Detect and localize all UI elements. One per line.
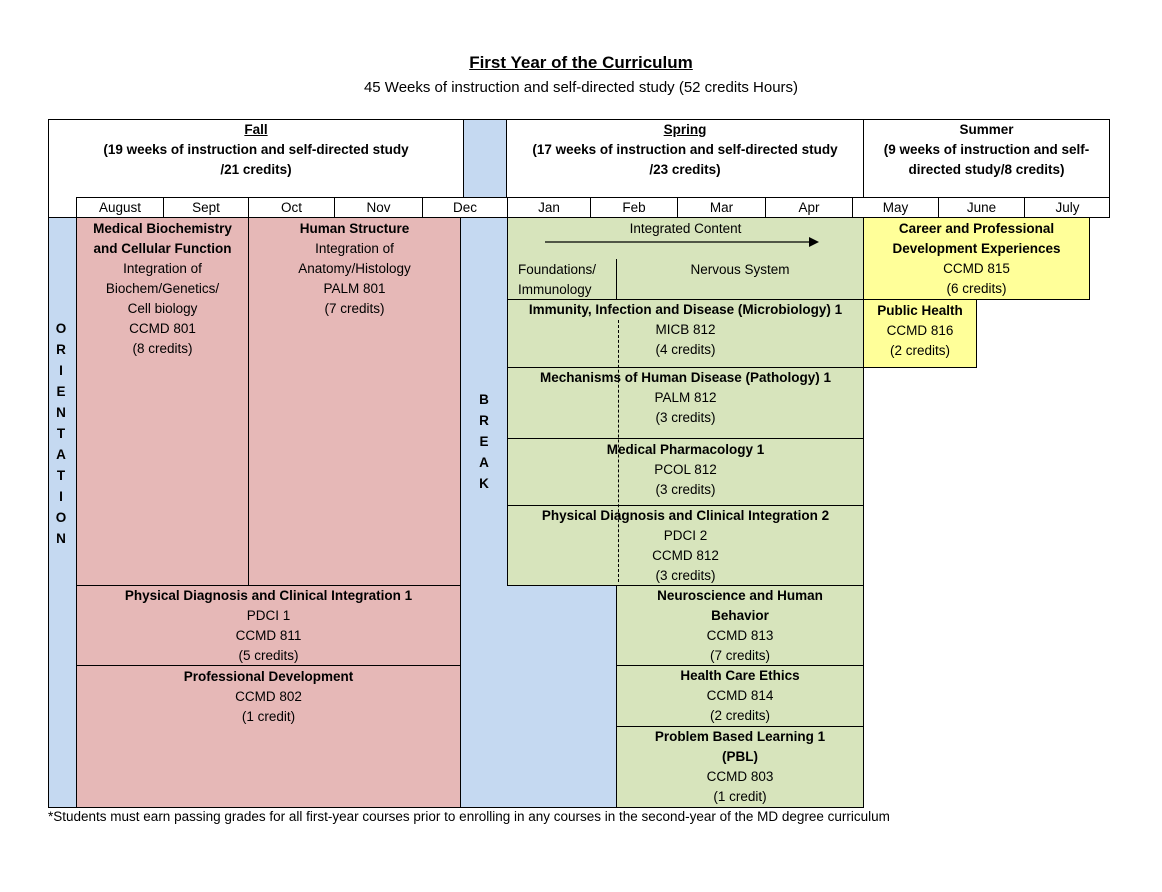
spring-divider: [507, 438, 864, 439]
break-right-border: [506, 119, 507, 197]
month-row-top: [76, 197, 1110, 198]
public-health-course: Public Health CCMD 816 (2 credits): [877, 303, 963, 358]
month-tick: [765, 197, 766, 218]
spring-divider: [507, 367, 864, 368]
summer-right-border: [1109, 119, 1110, 218]
summer-term-name: Summer: [959, 122, 1014, 137]
month-tick: [248, 197, 249, 218]
pdci2-course: Physical Diagnosis and Clinical Integrat…: [541, 508, 830, 583]
spring-right-border: [863, 119, 864, 197]
micro-course: Immunity, Infection and Disease (Microbi…: [528, 302, 843, 357]
spring-divider: [863, 218, 864, 808]
spring-divider: [507, 585, 864, 586]
month-tick: [76, 197, 77, 218]
fall-divider: [460, 218, 461, 808]
spring-term-credits: /23 credits): [649, 162, 721, 177]
summer-header: Summer (9 weeks of instruction and self-…: [864, 120, 1109, 180]
month-tick: [334, 197, 335, 218]
pdci1-course: Physical Diagnosis and Clinical Integrat…: [124, 588, 413, 663]
header-top-border: [48, 119, 1110, 120]
month-tick: [590, 197, 591, 218]
month-label: July: [1055, 200, 1080, 215]
fall-term-detail: (19 weeks of instruction and self-direct…: [103, 142, 409, 157]
fall-divider: [76, 665, 461, 666]
month-tick: [422, 197, 423, 218]
month-label: Oct: [280, 200, 302, 215]
pharmacology-course: Medical Pharmacology 1 PCOL 812 (3 credi…: [606, 442, 765, 497]
career-block: [864, 218, 1090, 300]
summer-divider: [1089, 218, 1090, 300]
month-label: Nov: [366, 200, 391, 215]
spring-divider: [617, 726, 864, 727]
orientation-column: [48, 218, 76, 808]
month-tick: [1024, 197, 1025, 218]
month-tick: [852, 197, 853, 218]
month-row-bottom: [48, 217, 1110, 218]
spring-block-upper: [507, 218, 863, 586]
dashed-guide: [618, 320, 619, 582]
fall-right-border: [463, 119, 464, 197]
fall-term-credits: /21 credits): [220, 162, 292, 177]
spring-divider: [507, 218, 508, 586]
career-course: Career and Professional Development Expe…: [892, 221, 1061, 296]
summer-divider: [864, 367, 977, 368]
month-label: May: [882, 200, 909, 215]
spring-divider: [617, 807, 864, 808]
public-health-block: [864, 300, 977, 368]
break-column: [461, 218, 507, 808]
spring-divider: [507, 505, 864, 506]
fall-divider: [76, 218, 77, 808]
month-tick: [938, 197, 939, 218]
pbl-course: Problem Based Learning 1 (PBL) CCMD 803 …: [654, 729, 826, 804]
month-label: Apr: [798, 200, 820, 215]
nervous-system-label: Nervous System: [690, 262, 790, 277]
month-tick: [163, 197, 164, 218]
summer-divider: [976, 300, 977, 368]
ethics-course: Health Care Ethics CCMD 814 (2 credits): [680, 668, 800, 723]
month-label: June: [966, 200, 997, 215]
fall-term-name: Fall: [244, 122, 268, 137]
break-header-fill: [464, 119, 506, 197]
neuroscience-course: Neuroscience and Human Behavior CCMD 813…: [657, 588, 823, 663]
page-title: First Year of the Curriculum: [469, 53, 693, 72]
fall-divider: [48, 807, 617, 808]
header-left-border: [48, 119, 49, 808]
month-label: August: [98, 200, 142, 215]
summer-divider: [864, 299, 1090, 300]
spring-divider: [616, 586, 617, 808]
spring-term-name: Spring: [663, 122, 707, 137]
month-label: Jan: [538, 200, 560, 215]
fall-divider: [76, 585, 461, 586]
spring-divider: [617, 665, 864, 666]
spring-term-detail: (17 weeks of instruction and self-direct…: [532, 142, 838, 157]
fall-header: Fall (19 weeks of instruction and self-d…: [49, 120, 463, 180]
fall-block: [76, 218, 461, 808]
spring-header: Spring (17 weeks of instruction and self…: [507, 120, 863, 180]
spring-block-lower: [617, 586, 863, 808]
profdev-course: Professional Development CCMD 802 (1 cre…: [183, 669, 354, 724]
biochem-course: Medical Biochemistry and Cellular Functi…: [93, 221, 232, 356]
foundations-label: Foundations/ Immunology: [518, 262, 597, 297]
month-label: Mar: [709, 200, 734, 215]
break-extension: [507, 586, 617, 808]
footnote: *Students must earn passing grades for a…: [48, 809, 890, 824]
summer-term-credits: directed study/8 credits): [908, 162, 1065, 177]
month-label: Dec: [452, 200, 477, 215]
page-subtitle: 45 Weeks of instruction and self-directe…: [363, 79, 799, 96]
month-label: Feb: [622, 200, 646, 215]
integrated-content-label: Integrated Content: [629, 221, 742, 236]
spring-divider: [507, 299, 864, 300]
integrated-arrow-icon: [545, 237, 819, 247]
month-label: Sept: [192, 200, 220, 215]
fall-divider: [248, 218, 249, 586]
pathology-course: Mechanisms of Human Disease (Pathology) …: [539, 370, 832, 425]
month-tick: [507, 197, 508, 218]
summer-term-detail: (9 weeks of instruction and self-: [883, 142, 1090, 157]
structure-course: Human Structure Integration of Anatomy/H…: [298, 221, 411, 316]
month-tick: [677, 197, 678, 218]
spring-divider: [616, 259, 617, 299]
